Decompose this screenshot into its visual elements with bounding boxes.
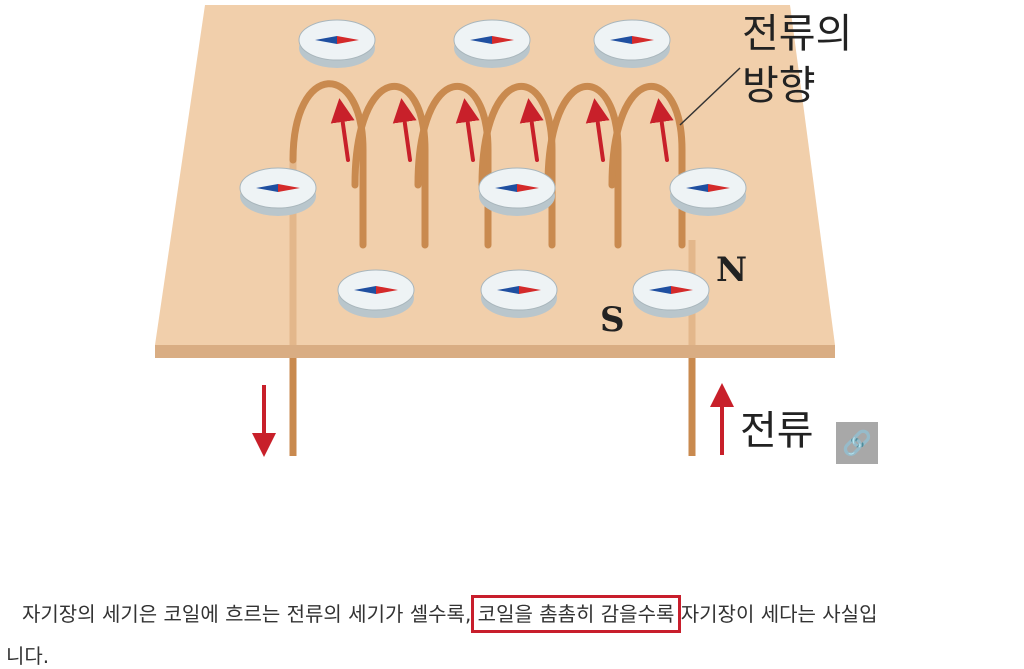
compass-icon bbox=[453, 19, 531, 68]
text-before: 자기장의 세기은 코일에 흐르는 전류의 세기가 셀수록, bbox=[22, 602, 478, 626]
coil-arrow bbox=[585, 98, 610, 162]
paragraph: 자기장의 세기은 코일에 흐르는 전류의 세기가 셀수록, 코일을 촘촘히 감을… bbox=[22, 592, 1022, 636]
highlighted-text: 코일을 촘촘히 감을수록 bbox=[470, 595, 682, 633]
compass-icon bbox=[669, 167, 747, 216]
solenoid-illustration bbox=[155, 5, 835, 457]
compass-icon bbox=[337, 269, 415, 318]
pole-s-label: S bbox=[600, 300, 625, 340]
pointer-line bbox=[679, 67, 741, 126]
label-current: 전류 bbox=[740, 408, 814, 454]
coil bbox=[289, 80, 686, 249]
compass-icon bbox=[632, 269, 710, 318]
link-button[interactable]: 🔗 bbox=[836, 422, 878, 464]
link-icon: 🔗 bbox=[842, 429, 872, 457]
coil-arrow bbox=[519, 98, 544, 162]
label-current-direction: 전류의 bbox=[742, 11, 853, 57]
pole-n-label: N bbox=[716, 250, 748, 290]
paragraph-line2: 니다. bbox=[6, 644, 50, 668]
compass-icon bbox=[593, 19, 671, 68]
text-after: 자기장이 세다는 사실입 bbox=[674, 602, 878, 626]
label-current-direction-2: 방향 bbox=[742, 63, 816, 109]
coil-arrow bbox=[455, 98, 480, 162]
coil-arrow bbox=[330, 98, 355, 162]
coil-arrow bbox=[392, 98, 417, 162]
compass-icon bbox=[478, 167, 556, 216]
compasses bbox=[239, 19, 747, 318]
compass-icon bbox=[480, 269, 558, 318]
current-arrows bbox=[252, 383, 734, 457]
coil-loop bbox=[608, 82, 686, 249]
compass-icon bbox=[298, 19, 376, 68]
compass-icon bbox=[239, 167, 317, 216]
coil-arrow bbox=[649, 98, 674, 162]
